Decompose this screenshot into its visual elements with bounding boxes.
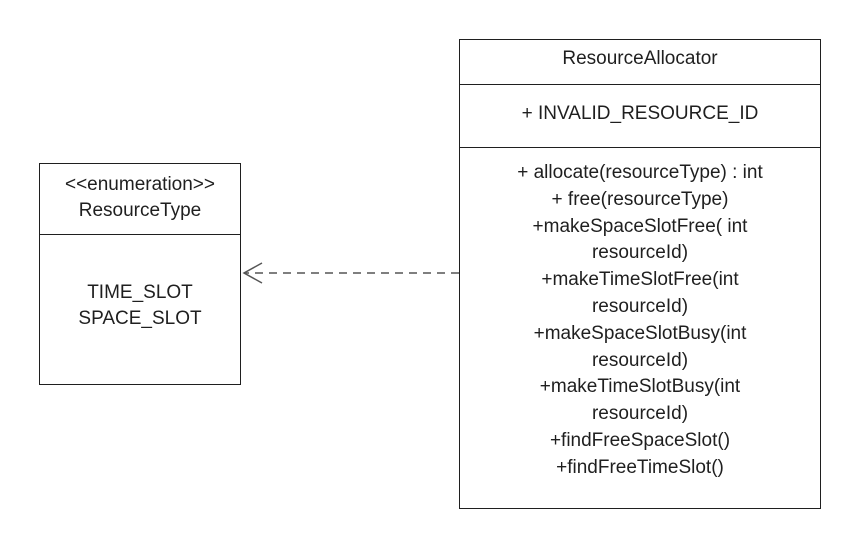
class-attributes-compartment: + INVALID_RESOURCE_ID xyxy=(460,84,820,147)
class-operation: resourceId) xyxy=(591,349,689,371)
class-operation: +makeSpaceSlotFree( int xyxy=(532,215,748,237)
class-operation: +findFreeSpaceSlot() xyxy=(549,429,731,451)
class-operation: resourceId) xyxy=(591,242,689,264)
class-name-compartment: ResourceAllocator xyxy=(460,40,820,84)
enum-literal: TIME_SLOT xyxy=(87,282,193,303)
class-operation: resourceId) xyxy=(591,403,689,425)
class-operations-compartment: + allocate(resourceType) : int + free(re… xyxy=(460,147,820,482)
class-operation: + allocate(resourceType) : int xyxy=(517,162,763,183)
class-operation: +makeSpaceSlotBusy(int xyxy=(533,322,747,344)
class-resource-allocator[interactable]: ResourceAllocator + INVALID_RESOURCE_ID … xyxy=(459,39,821,509)
class-attribute: + INVALID_RESOURCE_ID xyxy=(521,103,759,124)
class-operation: +makeTimeSlotFree(int xyxy=(541,269,739,291)
dependency-arrowhead xyxy=(242,262,263,284)
class-operation: + free(resourceType) xyxy=(551,188,729,210)
enum-literal: SPACE_SLOT xyxy=(78,308,202,329)
class-operation: +findFreeTimeSlot() xyxy=(556,456,724,478)
enum-stereotype: <<enumeration>> xyxy=(64,174,215,195)
enum-name: ResourceType xyxy=(78,200,202,221)
enumeration-resource-type[interactable]: <<enumeration>> ResourceType TIME_SLOT S… xyxy=(39,163,241,385)
enum-header: <<enumeration>> ResourceType xyxy=(40,164,240,234)
enum-literals: TIME_SLOT SPACE_SLOT xyxy=(40,234,240,332)
class-operation: resourceId) xyxy=(591,295,689,317)
class-name: ResourceAllocator xyxy=(562,48,718,69)
class-operation: +makeTimeSlotBusy(int xyxy=(539,376,741,398)
